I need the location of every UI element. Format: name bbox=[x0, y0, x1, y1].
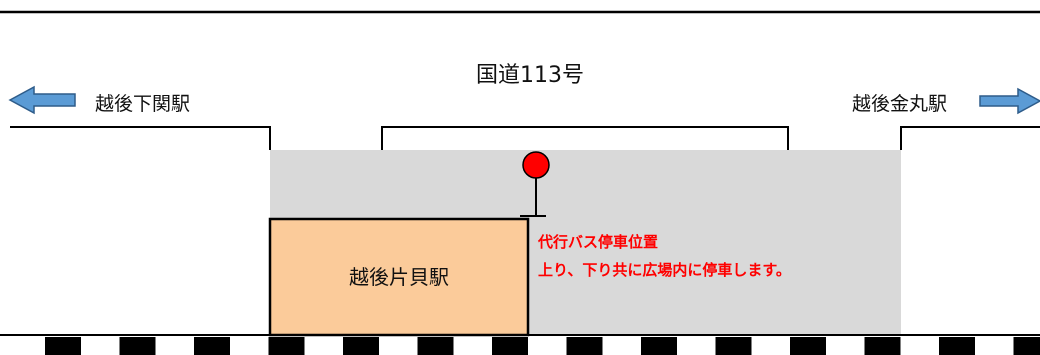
left-direction-label: 越後下関駅 bbox=[95, 93, 190, 115]
rail-tie bbox=[864, 337, 901, 355]
rail-tie bbox=[641, 337, 677, 355]
bus-stop-note-line1: 代行バス停車位置 bbox=[537, 233, 658, 251]
rail-tie bbox=[1013, 337, 1040, 355]
bus-stop-note-line2: 上り、下り共に広場内に停車します。 bbox=[538, 261, 791, 279]
rail-tie bbox=[790, 337, 826, 355]
rail-tie bbox=[119, 337, 156, 355]
right-arrow-icon bbox=[979, 87, 1040, 115]
station-label: 越後片貝駅 bbox=[349, 265, 449, 289]
rail-tie bbox=[939, 337, 975, 355]
road-bottom-edge-right bbox=[900, 126, 1040, 150]
rail-tie bbox=[343, 337, 379, 355]
right-direction-label: 越後金丸駅 bbox=[852, 93, 947, 115]
rail-tie bbox=[715, 337, 752, 355]
road-label: 国道113号 bbox=[476, 63, 584, 88]
road-bottom-edge-middle bbox=[381, 126, 789, 150]
rail-tie bbox=[45, 337, 81, 355]
rail-tie bbox=[194, 337, 230, 355]
left-arrow-icon bbox=[8, 85, 76, 115]
road-bottom-edge-left bbox=[10, 126, 271, 150]
rail-tie bbox=[492, 337, 528, 355]
railway-track bbox=[0, 334, 1040, 355]
bus-stop-marker-icon bbox=[520, 151, 550, 217]
rail-tie bbox=[268, 337, 305, 355]
rail-tie bbox=[566, 337, 603, 355]
station-building bbox=[268, 217, 530, 337]
rail-tie bbox=[417, 337, 454, 355]
